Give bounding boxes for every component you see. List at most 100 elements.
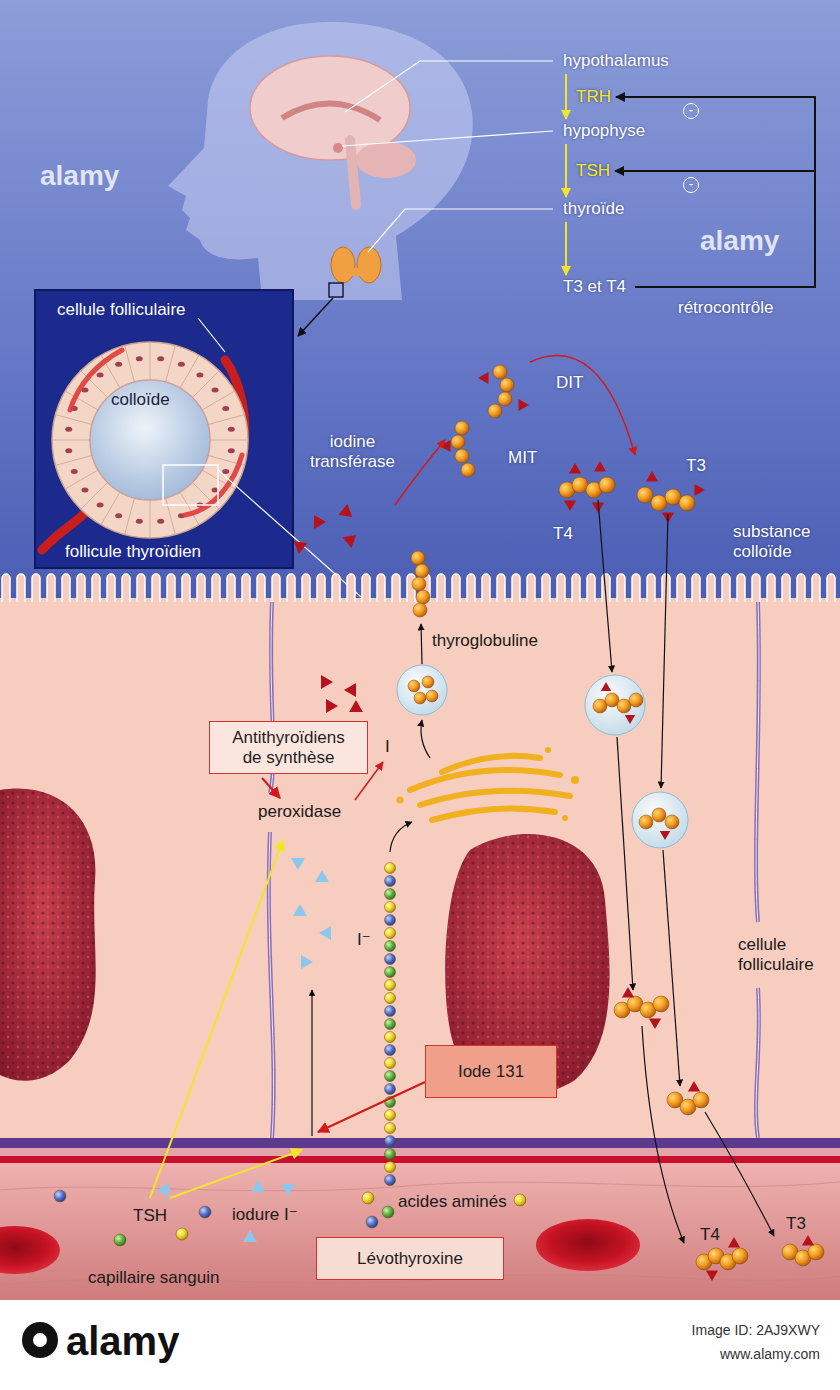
bead [385,1123,396,1134]
hormone-label: T3 [686,456,706,476]
bead [54,1190,66,1202]
bead [385,1149,396,1160]
cell-nucleus [222,469,229,474]
drug-box: Iode 131 [425,1045,557,1098]
bead [808,1244,824,1260]
cell-nucleus [136,519,143,524]
bead [408,680,420,692]
cell-divider [81,482,108,509]
flow-step: T3 et T4 [560,276,629,298]
bead [693,1092,709,1108]
cell-nucleus [65,448,72,453]
cell-divider [202,391,235,410]
bead [629,693,643,707]
node-text: thyroïde [563,199,624,219]
bead [637,487,653,503]
bead [639,815,653,829]
microvillus [677,574,685,602]
microvillus [302,574,310,602]
bead [414,692,426,704]
bead [385,1175,396,1186]
bead [652,808,666,822]
bead [413,603,427,617]
bead [385,1136,396,1147]
microvillus [692,574,700,602]
iodine-triangle [478,372,489,384]
bead [385,993,396,1004]
hormone-label: T4 [553,524,573,544]
cell-nucleus [178,362,185,367]
cell-nucleus [97,503,104,508]
microvillus [482,574,490,602]
drug-box: Lévothyroxine [316,1237,504,1280]
bead [385,967,396,978]
hormone-label: T3 [786,1214,806,1234]
image-id: Image ID: 2AJ9XWY [692,1322,820,1338]
bead [461,463,475,477]
microvillus [317,574,325,602]
node-text: Lévothyroxine [357,1249,463,1269]
cell-divider [192,371,219,398]
bead [385,980,396,991]
microvillus [362,574,370,602]
bead [599,477,615,493]
bead [411,551,425,565]
cell-nucleus [71,469,78,474]
bead [653,996,669,1012]
iodine-triangle [646,471,658,482]
microvillus [287,574,295,602]
microvillus [197,574,205,602]
microvillus [782,574,790,602]
cell-nucleus [222,406,229,411]
cell-nucleus [212,388,219,393]
inset-panel: cellule folliculairecolloïdefollicule th… [35,290,293,568]
cell-nucleus [65,427,72,432]
microvillus [62,574,70,602]
microvillus [542,574,550,602]
microvillus [107,574,115,602]
microvillus [587,574,595,602]
microvillus [827,574,835,602]
iodine-triangle [321,675,333,689]
microvillus [92,574,100,602]
iodine-triangle [251,1180,265,1192]
iodine-triangle [326,699,338,713]
microvillus [437,574,445,602]
cell-divider [125,345,135,382]
bead [385,941,396,952]
node-text: colloïde [111,390,170,410]
cell-divider [180,492,199,525]
enzyme-label: iodine transférase [300,432,405,472]
enzyme-label: peroxidase [258,802,341,822]
bead [366,1216,378,1228]
cell-divider [150,500,151,538]
edge-label: TRH [576,87,611,107]
bead [415,564,429,578]
bead [385,1162,396,1173]
bead [176,1228,188,1240]
bead [493,365,507,379]
iodine-triangle [519,399,530,411]
bead [385,1019,396,1030]
iodine-triangle [339,504,353,517]
inhibition-sign: - [683,177,699,193]
iodine-triangle [157,1183,169,1197]
bead [362,1192,374,1204]
region-label: substance colloïde [733,522,828,562]
iodine-triangle [344,683,356,697]
iodine-triangle [349,700,363,712]
bead [572,477,588,493]
bead [426,690,438,702]
microvillus [2,574,10,602]
hormone-label: TSH [133,1206,167,1226]
microvillus [227,574,235,602]
bead [385,876,396,887]
cell-divider [55,456,92,466]
node-text: follicule thyroïdien [65,542,201,562]
cell-divider [166,498,176,535]
bead [385,928,396,939]
microvillus [647,574,655,602]
bead [199,1206,211,1218]
cell-divider [55,415,92,425]
